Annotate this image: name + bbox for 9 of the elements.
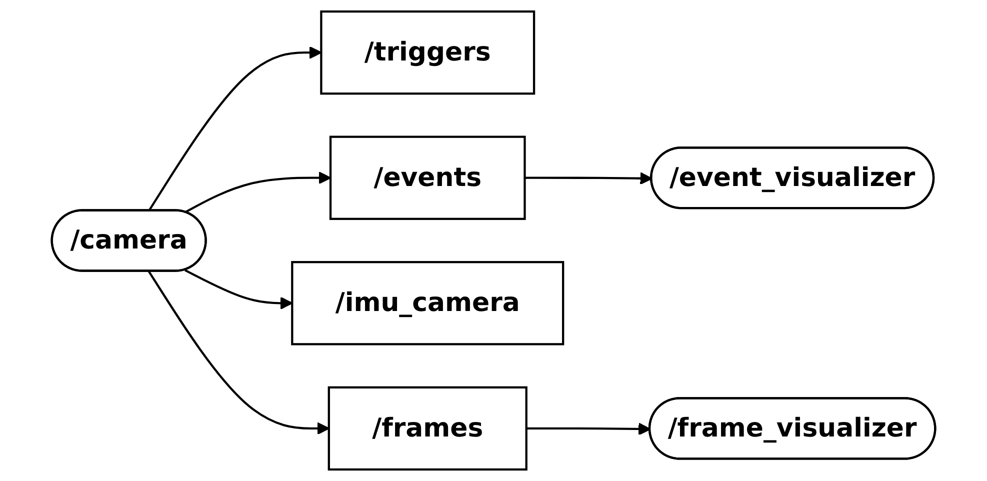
- node-box: /imu_camera: [291, 261, 564, 346]
- arrow: [184, 269, 293, 310]
- node-box: /events: [329, 136, 526, 220]
- arrow: [524, 172, 652, 185]
- node-box: /triggers: [320, 10, 536, 95]
- arrow: [148, 270, 330, 435]
- node-box: /frames: [328, 386, 528, 471]
- arrow: [526, 422, 651, 436]
- arrow: [184, 172, 332, 214]
